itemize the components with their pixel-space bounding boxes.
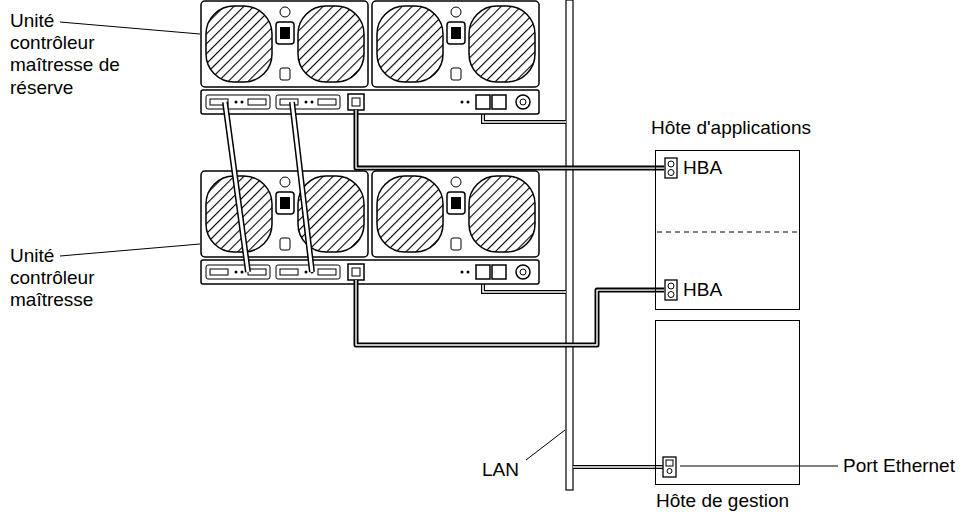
leader-line (526, 430, 565, 460)
cable-core (356, 280, 664, 345)
cable-core (356, 110, 664, 168)
network-label: LAN (482, 459, 519, 481)
port-label: HBA (683, 279, 722, 301)
leader-line (60, 244, 200, 256)
port-icon (664, 279, 678, 301)
controller-unit: Unité contrôleur maîtresse de réserve (200, 0, 540, 115)
host-heading: Hôte de gestion (656, 490, 789, 512)
host-divider (657, 232, 798, 233)
host-heading: Hôte d'applications (651, 117, 811, 139)
hba-port: HBA (664, 157, 722, 179)
cable-outline (292, 102, 312, 272)
cable-outline (225, 102, 248, 272)
cable-core (225, 102, 248, 272)
controller-chassis (201, 1, 539, 114)
port-label: Port Ethernet (843, 455, 955, 477)
hba-port: HBA (664, 279, 722, 301)
loop-cable (292, 102, 312, 272)
host-box: Hôte d'applicationsHBAHBA (655, 150, 800, 310)
unit-label: Unité contrôleur maîtresse de réserve (10, 10, 120, 99)
controller-unit: Unité contrôleur maîtresse (200, 170, 540, 285)
ethernet-port (663, 457, 676, 477)
lan-line (566, 0, 573, 490)
leader-line (60, 22, 200, 34)
host-box: Hôte de gestion (655, 320, 800, 485)
cable-core (292, 102, 312, 272)
loop-cable (225, 102, 248, 272)
cable-outline (356, 110, 664, 168)
unit-label: Unité contrôleur maîtresse (10, 245, 120, 312)
leader-line (680, 466, 838, 467)
fibre-cable (356, 110, 664, 168)
port-icon (664, 157, 678, 179)
port-label: HBA (683, 157, 722, 179)
cable-outline (356, 280, 664, 345)
controller-chassis (201, 171, 539, 284)
fibre-cable (356, 280, 664, 345)
ethernet-wire (573, 465, 664, 469)
